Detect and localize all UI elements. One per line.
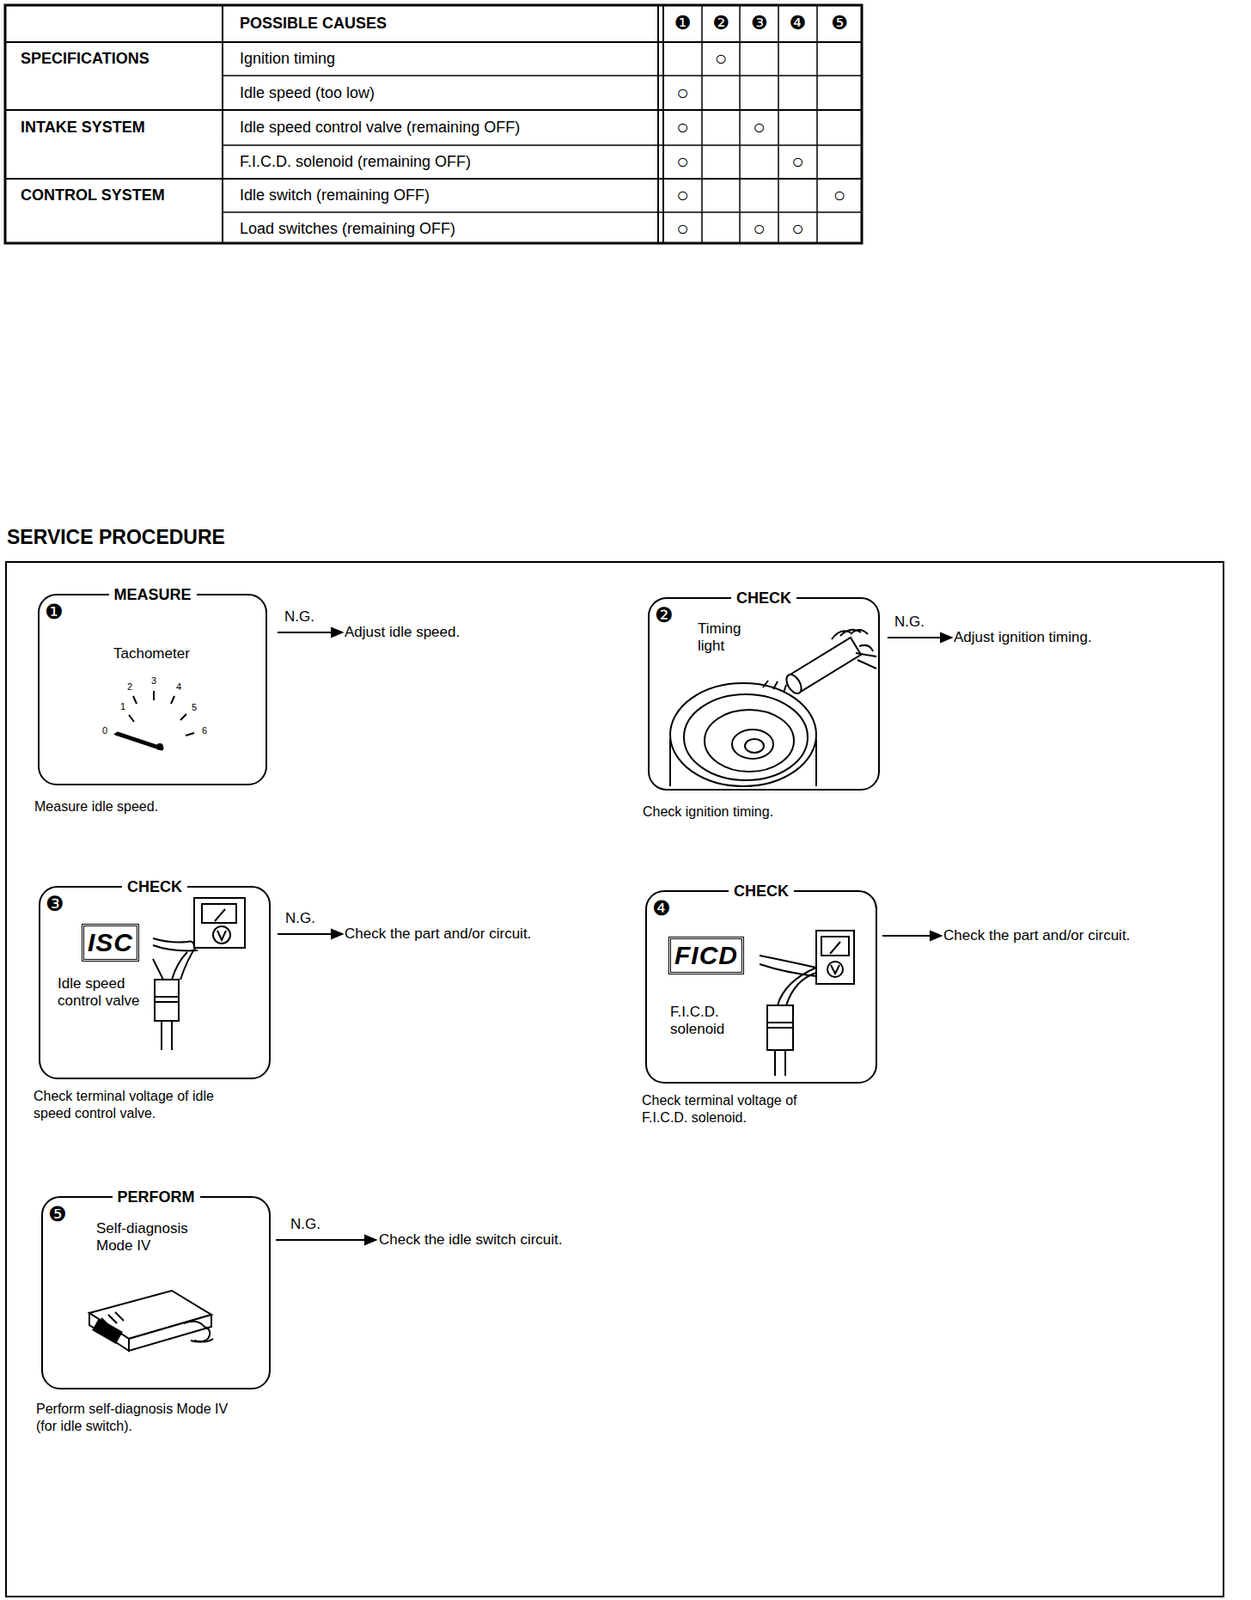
table-grid <box>5 5 862 244</box>
check-mark: ○ <box>701 47 740 70</box>
section-heading: SERVICE PROCEDURE <box>6 524 226 550</box>
action-text: Check the idle switch circuit. <box>378 1231 563 1249</box>
check-mark: ○ <box>663 81 702 104</box>
cause-cell: Idle speed control valve (remaining OFF) <box>239 117 520 137</box>
ng-label: N.G. <box>285 909 316 928</box>
step-caption: Check ignition timing. <box>642 803 892 821</box>
check-mark: ○ <box>663 150 702 173</box>
category-cell: INTAKE SYSTEM <box>20 117 146 137</box>
step-heading: MEASURE <box>108 585 196 605</box>
isc-tester <box>152 897 245 1050</box>
crank-pulley <box>670 680 817 787</box>
ng-label: N.G. <box>284 608 315 626</box>
step-caption: Measure idle speed. <box>34 798 275 816</box>
control-unit <box>89 1290 214 1351</box>
dial-digit: 1 <box>116 701 129 712</box>
check-mark: ○ <box>663 217 702 240</box>
step-box: ❺PERFORMSelf-diagnosis Mode IVPerform se… <box>41 1196 271 1390</box>
timing-light <box>783 629 877 696</box>
callout-number: ❶ <box>663 12 702 35</box>
ng-arrows <box>275 628 952 1245</box>
part-logo: ISC <box>81 923 140 962</box>
callout-number: ❷ <box>654 604 674 627</box>
callout-number: ❸ <box>739 12 779 35</box>
part-name: F.I.C.D. solenoid <box>670 1003 757 1038</box>
dial-digit: 2 <box>123 681 136 692</box>
ng-label: N.G. <box>894 613 925 631</box>
tachometer <box>114 690 195 750</box>
check-mark: ○ <box>778 217 818 240</box>
step-box: ❸CHECKISCIdle speed control valveCheck t… <box>38 885 271 1080</box>
step-heading: CHECK <box>731 588 797 608</box>
dial-digit: 4 <box>172 681 185 692</box>
callout-number: ❹ <box>778 12 818 35</box>
mode-name: Self-diagnosis Mode IV <box>96 1220 200 1255</box>
cause-cell: Load switches (remaining OFF) <box>239 219 456 238</box>
part-name: Tachometer <box>113 645 190 663</box>
callout-number: ❺ <box>48 1202 68 1226</box>
step-caption: Perform self-diagnosis Mode IV (for idle… <box>36 1400 230 1435</box>
category-cell: CONTROL SYSTEM <box>20 185 165 205</box>
callout-number: ❸ <box>45 892 65 916</box>
check-mark: ○ <box>778 150 818 173</box>
category-cell: SPECIFICATIONS <box>20 48 150 68</box>
step-box: ❷CHECKTiming lightCheck ignition timing. <box>647 597 880 791</box>
part-name: Timing light <box>697 620 760 655</box>
step-heading: CHECK <box>122 877 188 897</box>
cause-cell: Ignition timing <box>239 48 336 68</box>
part-logo: FICD <box>668 936 745 975</box>
action-text: Adjust ignition timing. <box>953 628 1093 647</box>
dial-digit: 6 <box>198 725 211 736</box>
dial-digit: 0 <box>98 725 111 736</box>
callout-number: ❹ <box>652 897 672 920</box>
step-caption: Check terminal voltage of F.I.C.D. solen… <box>641 1092 836 1127</box>
step-box: ❹CHECKFICDF.I.C.D. solenoidCheck termina… <box>645 890 878 1084</box>
callout-number: ❺ <box>817 12 862 35</box>
cause-cell: Idle speed (too low) <box>239 83 375 103</box>
check-mark: ○ <box>663 115 702 139</box>
check-mark: ○ <box>739 217 779 240</box>
part-name: Idle speed control valve <box>57 975 144 1010</box>
action-text: Check the part and/or circuit. <box>344 925 531 943</box>
check-mark: ○ <box>663 183 702 207</box>
ng-label: N.G. <box>290 1215 321 1233</box>
callout-number: ❶ <box>44 600 64 623</box>
procedure-frame: SERVICE PROCEDURE❶MEASURETachometerMeasu… <box>5 561 1225 1598</box>
ficd-tester <box>759 930 855 1076</box>
check-mark: ○ <box>739 115 779 139</box>
step-box: ❶MEASURETachometerMeasure idle speed. <box>37 593 268 786</box>
step-heading: CHECK <box>728 881 794 901</box>
action-text: Adjust idle speed. <box>344 623 460 641</box>
callout-number: ❷ <box>701 12 740 35</box>
step-caption: Check terminal voltage of idle speed con… <box>33 1087 227 1123</box>
cause-cell: F.I.C.D. solenoid (remaining OFF) <box>239 152 471 171</box>
table-header: POSSIBLE CAUSES <box>239 13 387 33</box>
check-mark: ○ <box>817 183 862 207</box>
step-heading: PERFORM <box>112 1187 201 1207</box>
dial-digit: 3 <box>147 675 160 686</box>
action-text: Check the part and/or circuit. <box>943 927 1130 945</box>
dial-digit: 5 <box>188 701 201 713</box>
cause-cell: Idle switch (remaining OFF) <box>239 185 430 205</box>
